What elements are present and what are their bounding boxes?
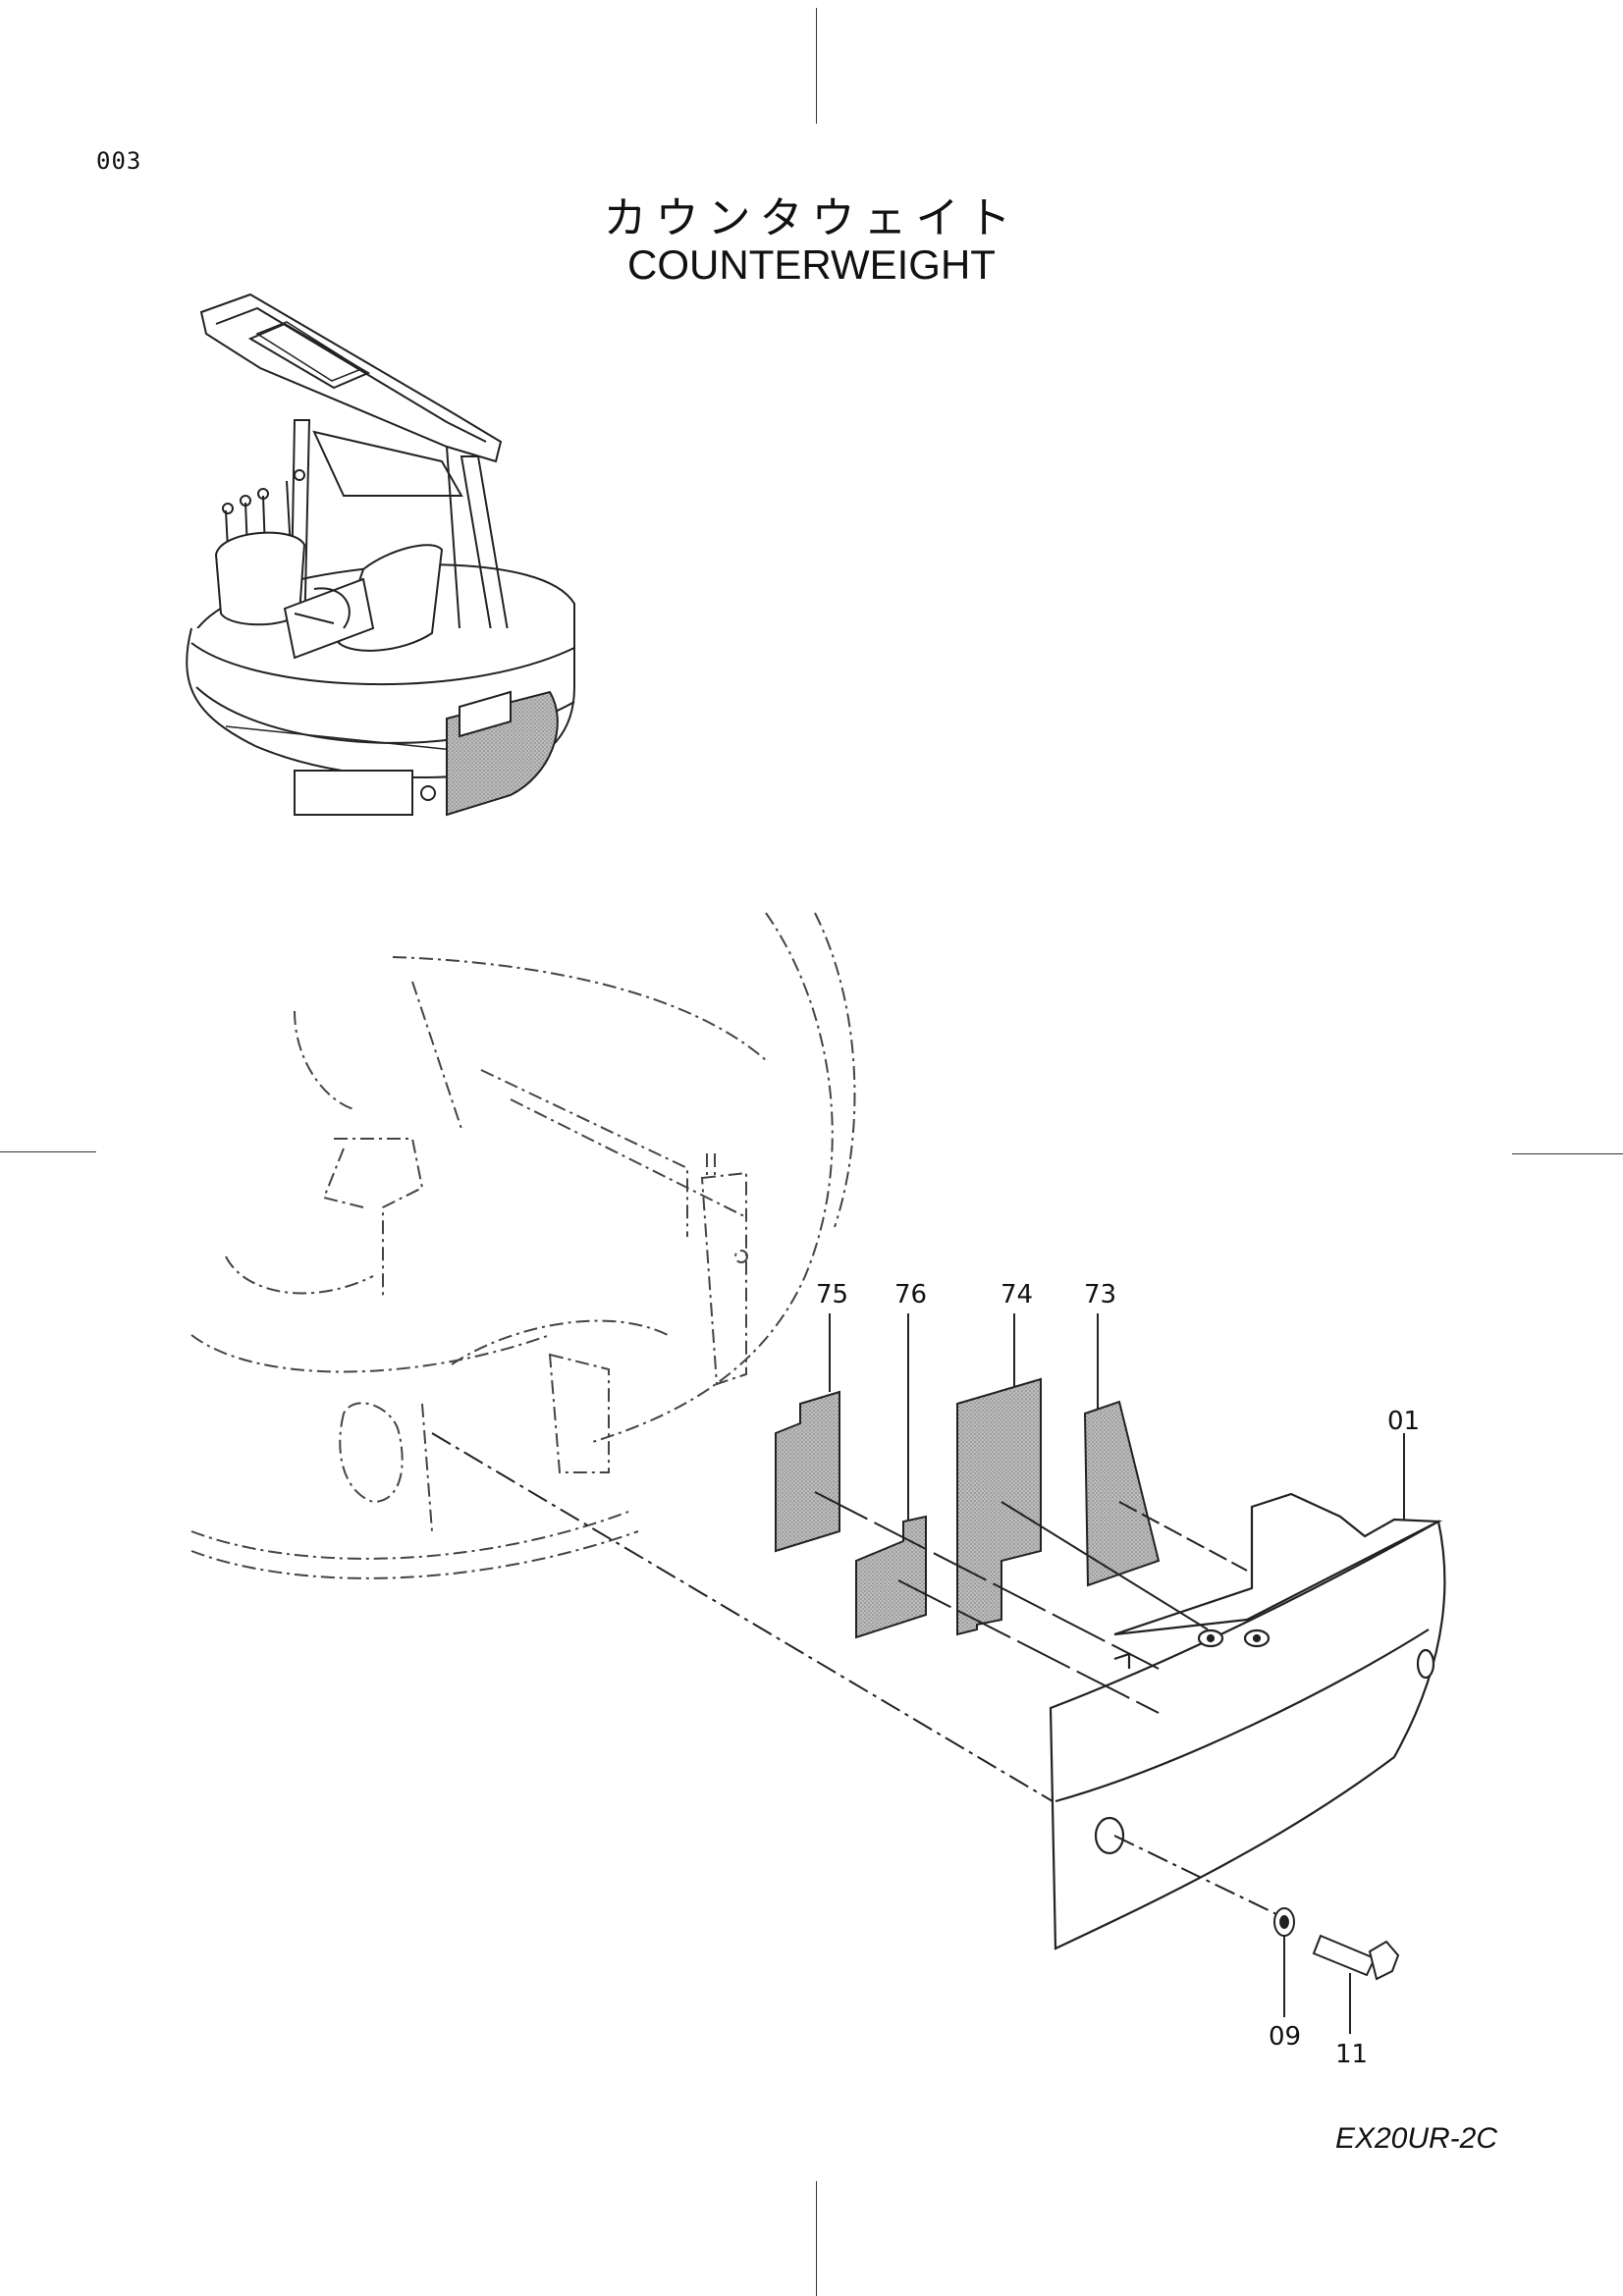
crop-mark-right — [1512, 1153, 1623, 1154]
page-title-english: COUNTERWEIGHT — [627, 241, 996, 288]
part-label-09: 09 — [1269, 2022, 1302, 2052]
wedge-73 — [1083, 1400, 1161, 1587]
shim-76 — [855, 1515, 927, 1639]
machine-frame-ghost — [190, 912, 856, 1579]
part-label-73: 73 — [1084, 1280, 1117, 1309]
model-number: EX20UR-2C — [1334, 2122, 1497, 2155]
crop-mark-left — [0, 1151, 96, 1152]
part-label-75: 75 — [816, 1280, 849, 1309]
bolt-11 — [1312, 1934, 1400, 1981]
crop-mark-bottom — [816, 2181, 817, 2296]
counterweight-01 — [1049, 1492, 1446, 1950]
excavator-overview-illustration — [186, 293, 575, 817]
assembly-lines — [431, 1313, 1405, 2034]
plate-74 — [956, 1377, 1042, 1636]
page-title-japanese: カウンタウェイト — [603, 193, 1020, 243]
washer-09 — [1273, 1907, 1295, 1937]
part-label-76: 76 — [894, 1280, 928, 1309]
crop-mark-top — [816, 8, 817, 124]
part-label-11: 11 — [1335, 2040, 1369, 2069]
shim-75 — [775, 1390, 840, 1553]
part-label-74: 74 — [1001, 1280, 1034, 1309]
page-number: 003 — [96, 147, 142, 175]
part-label-01: 01 — [1387, 1407, 1421, 1436]
